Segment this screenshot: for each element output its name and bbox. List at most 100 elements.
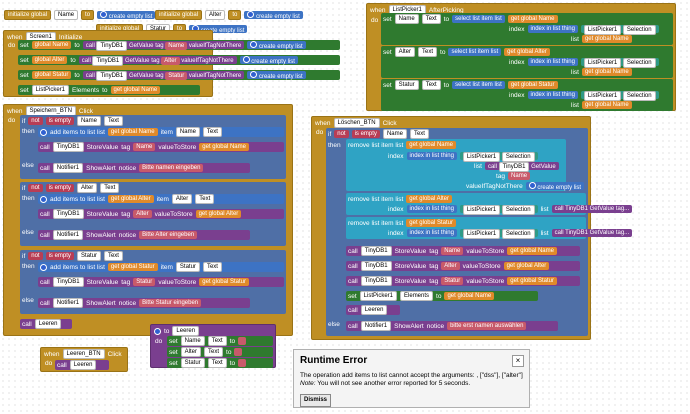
create-empty-list-block[interactable]: create empty list <box>247 71 306 80</box>
tag-statur-string[interactable]: Statur <box>441 277 464 285</box>
store-statur-row[interactable]: call TinyDB1 StoreValue tag Statur value… <box>346 276 580 286</box>
get-global-alter[interactable]: get global Alter <box>107 195 154 203</box>
set-name-row[interactable]: set Name Text to select list item list g… <box>381 13 673 45</box>
notifier1-component[interactable]: Notifier1 <box>52 163 84 173</box>
if-statur-block[interactable]: if not is empty Statur Text then add ite… <box>20 250 286 314</box>
statur-component[interactable]: Statur <box>175 262 200 272</box>
tinydb1-component[interactable]: TinyDB1 <box>360 261 392 271</box>
empty-string[interactable] <box>238 337 246 345</box>
tag-statur-string[interactable]: Statur <box>133 278 156 286</box>
set-elements-row[interactable]: set ListPicker1 Elements to get global N… <box>346 291 538 301</box>
text-property[interactable]: Text <box>207 358 227 368</box>
index-in-list[interactable]: index in list thing <box>527 58 578 66</box>
alter-component[interactable]: Alter <box>180 347 202 357</box>
text-property[interactable]: Text <box>195 194 215 204</box>
set-name-text[interactable]: set Name Text to <box>167 336 273 346</box>
get-global-name[interactable]: get global Name <box>581 101 632 109</box>
alter-component[interactable]: Alter <box>394 47 416 57</box>
global-name-field[interactable]: Name <box>54 10 79 20</box>
loeschen-btn-component[interactable]: Löschen_BTN <box>333 118 380 128</box>
name-component[interactable]: Name <box>382 129 407 139</box>
get-global-name[interactable]: get global Name <box>199 143 249 151</box>
statur-component[interactable]: Statur <box>76 251 101 261</box>
listpicker-selection[interactable]: ListPicker1 Selection <box>459 152 538 162</box>
index-in-list[interactable]: index in list thing <box>527 91 578 99</box>
listpicker-selection[interactable]: ListPicker1 Selection <box>580 58 659 68</box>
get-global-name[interactable]: get global Name <box>581 68 632 76</box>
call-leeren-block[interactable]: call Leeren <box>55 360 109 370</box>
text-property[interactable]: Text <box>207 336 227 346</box>
close-icon[interactable]: × <box>512 355 524 367</box>
tinydb-getvalue-collapsed[interactable]: call TinyDB1 GetValue tag... <box>551 205 633 213</box>
text-property[interactable]: Text <box>418 47 438 57</box>
get-global-statur[interactable]: get global Statur <box>507 81 558 89</box>
not-block[interactable]: not <box>28 117 43 125</box>
is-empty-block[interactable]: is empty <box>45 252 74 260</box>
name-component[interactable]: Name <box>76 116 101 126</box>
loeschen-if-block[interactable]: if not is empty Name Text then remove li… <box>326 128 633 336</box>
remove-alter-item[interactable]: remove list item list get global Alter i… <box>346 193 633 215</box>
get-global-alter[interactable]: get global Alter <box>195 210 242 218</box>
tinydb-getvalue-call[interactable]: call TinyDB1 GetValue tag Statur valueIf… <box>82 71 245 81</box>
global-alter-field[interactable]: Alter <box>205 10 226 20</box>
text-property[interactable]: Text <box>202 262 222 272</box>
create-empty-list-block[interactable]: create empty list <box>244 11 303 20</box>
notifier1-component[interactable]: Notifier1 <box>360 321 392 331</box>
get-global-name[interactable]: get global Name <box>110 86 161 94</box>
notifier-alert-row[interactable]: call Notifier1 ShowAlert notice bitte er… <box>346 321 558 331</box>
tag-name-string[interactable]: Name <box>133 143 156 151</box>
tinydb1-component[interactable]: TinyDB1 <box>52 277 84 287</box>
statur-component[interactable]: Statur <box>394 80 419 90</box>
empty-string[interactable] <box>234 348 243 356</box>
call-leeren-block[interactable]: call Leeren <box>346 305 400 315</box>
set-statur-row[interactable]: set Statur Text to select list item list… <box>381 79 673 111</box>
if-name-block[interactable]: if not is empty Name Text then add items… <box>20 115 286 179</box>
get-global-statur[interactable]: get global Statur <box>199 278 249 286</box>
remove-name-item[interactable]: remove list item list get global Name in… <box>346 139 585 191</box>
get-global-name[interactable]: get global Name <box>107 128 158 136</box>
notifier1-component[interactable]: Notifier1 <box>52 230 84 240</box>
alert-message-string[interactable]: Bitte namen eingeben <box>139 164 204 172</box>
tag-alter-string[interactable]: Alter <box>161 57 180 65</box>
notifier1-component[interactable]: Notifier1 <box>52 298 84 308</box>
text-property[interactable]: Text <box>202 127 222 137</box>
text-property[interactable]: Text <box>421 80 441 90</box>
tinydb1-component[interactable]: TinyDB1 <box>52 142 84 152</box>
select-list-item[interactable]: select list item list <box>448 48 502 56</box>
get-global-name[interactable]: get global Name <box>406 141 456 149</box>
tag-name-string[interactable]: Name <box>508 172 531 180</box>
tinydb1-component[interactable]: TinyDB1 <box>96 41 128 51</box>
alert-message-string[interactable]: bitte erst namen auswählen <box>447 322 527 330</box>
set-alter-text[interactable]: set Alter Text to <box>167 347 273 357</box>
elements-property[interactable]: Elements <box>400 291 434 301</box>
index-in-list[interactable]: index in list thing <box>406 229 457 237</box>
global-name-var[interactable]: global Name <box>31 41 72 49</box>
listpicker-selection[interactable]: ListPicker1 Selection <box>580 91 659 101</box>
tinydb-getvalue-call[interactable]: call TinyDB1 GetValue tag Name valueIfTa… <box>82 41 245 51</box>
dismiss-button[interactable]: Dismiss <box>300 394 332 407</box>
create-empty-list-block[interactable]: create empty list <box>239 56 298 65</box>
leeren-proc[interactable]: Leeren <box>69 360 97 370</box>
name-component[interactable]: Name <box>180 336 205 346</box>
tag-name-string[interactable]: Name <box>165 42 188 50</box>
empty-string[interactable] <box>238 359 246 367</box>
is-empty-block[interactable]: is empty <box>351 130 380 138</box>
tinydb1-component[interactable]: TinyDB1 <box>52 209 84 219</box>
global-alter-var[interactable]: global Alter <box>31 56 68 64</box>
tinydb1-component[interactable]: TinyDB1 <box>360 276 392 286</box>
name-component[interactable]: Name <box>175 127 200 137</box>
if-alter-block[interactable]: if not is empty Alter Text then add item… <box>20 182 286 246</box>
text-property[interactable]: Text <box>421 14 441 24</box>
select-list-item[interactable]: select list item list <box>452 15 505 23</box>
get-global-alter[interactable]: get global Alter <box>503 262 550 270</box>
text-property[interactable]: Text <box>103 116 123 126</box>
get-global-name[interactable]: get global Name <box>444 292 495 300</box>
is-empty-block[interactable]: is empty <box>45 117 74 125</box>
create-empty-list-block[interactable]: create empty list <box>247 41 306 50</box>
get-global-name[interactable]: get global Name <box>581 35 632 43</box>
text-property[interactable]: Text <box>103 251 123 261</box>
get-global-statur[interactable]: get global Statur <box>406 219 456 227</box>
tinydb1-component[interactable]: TinyDB1 <box>92 56 124 66</box>
name-component[interactable]: Name <box>394 14 419 24</box>
global-statur-var[interactable]: global Statur <box>31 71 72 79</box>
